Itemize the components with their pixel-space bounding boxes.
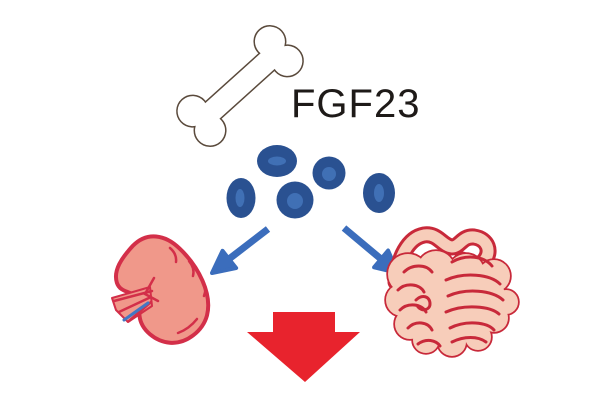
intestine-icon [384,235,520,358]
decrease-red-arrow-icon [247,312,360,382]
bone-body [171,20,309,152]
kidney-icon [111,234,211,345]
renal-vein-line [122,301,150,322]
gut-mass-body [386,251,518,356]
particle-highlights [235,156,384,209]
fgf23-particles [226,145,395,219]
gut-fold-lines [396,255,505,348]
kidney-body [114,234,211,345]
arrow-to-kidney-icon [210,226,271,275]
kidney-creases [168,246,207,335]
bone-icon [169,18,311,154]
particle-bodies [226,145,395,219]
fgf23-label: FGF23 [291,82,421,126]
